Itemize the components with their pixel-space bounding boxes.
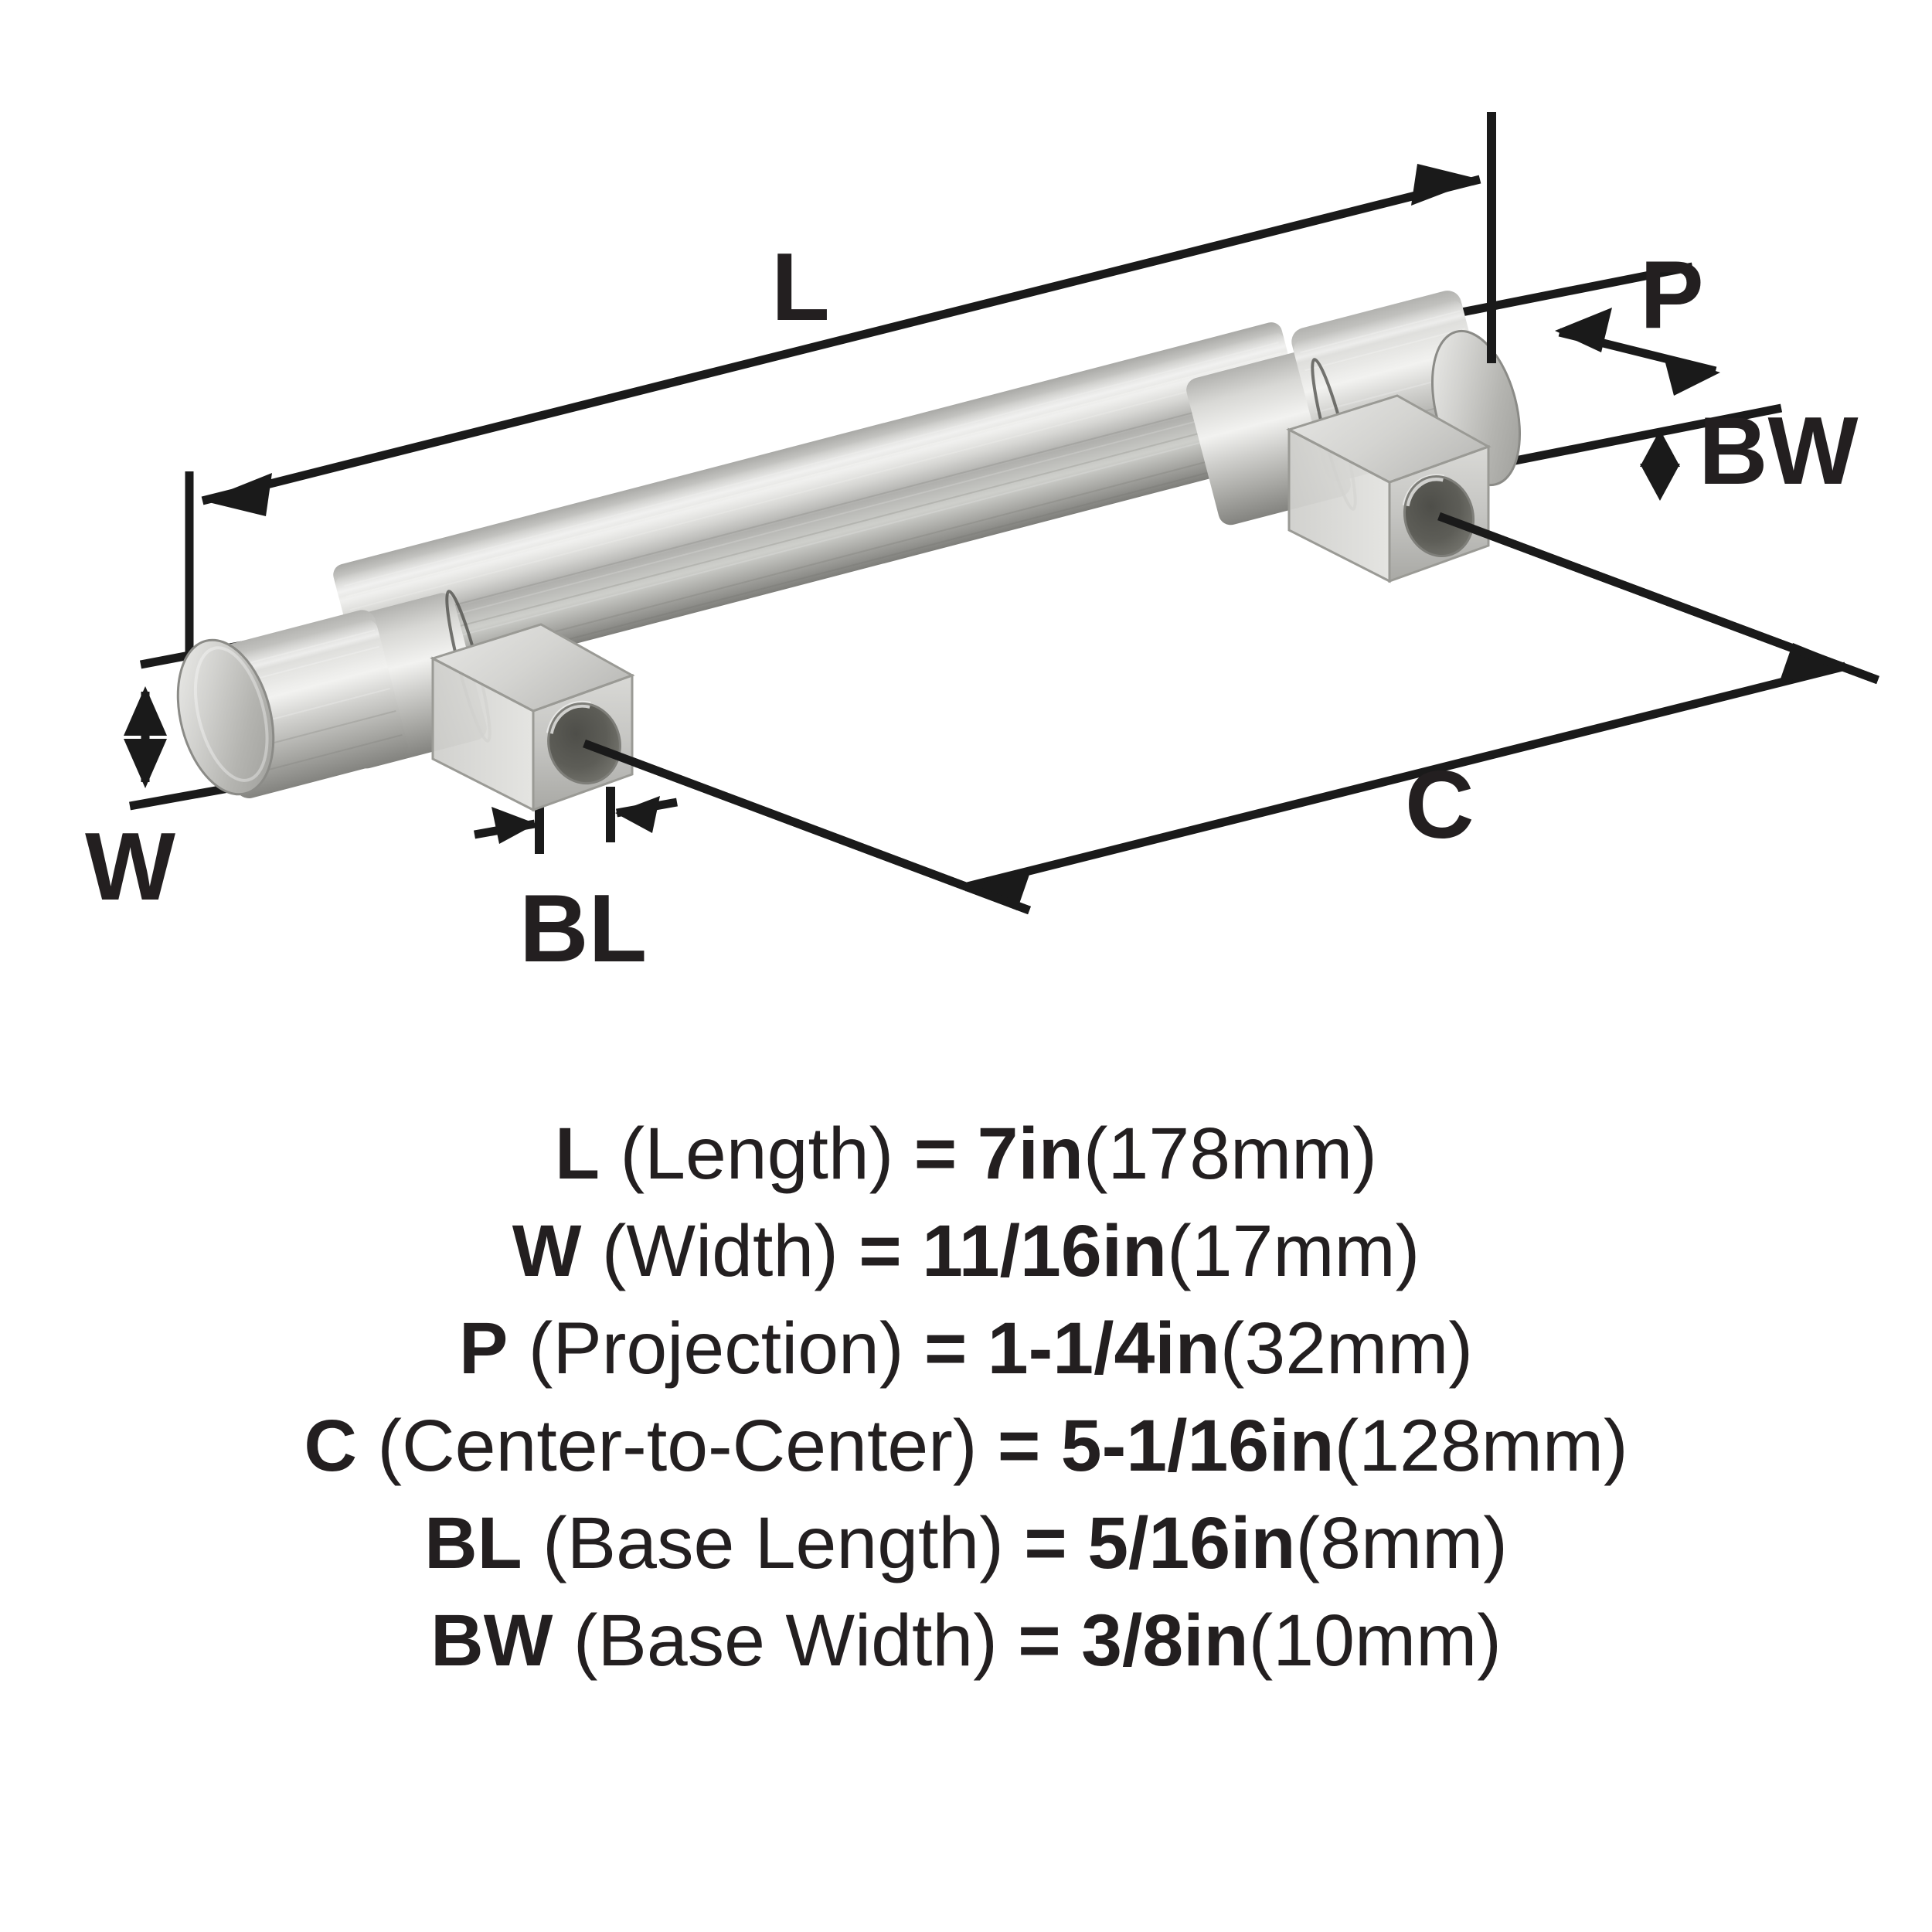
right-block-edges bbox=[1286, 394, 1492, 583]
arrowhead-W-top bbox=[124, 686, 167, 736]
dimension-overlay-strokes bbox=[583, 112, 1879, 915]
dimension-line-L bbox=[201, 175, 1481, 505]
spec-name: (Projection) bbox=[528, 1308, 904, 1389]
diagram-illustration: L P BW C W BL bbox=[85, 112, 1879, 982]
spec-imperial-value: 5-1/16in bbox=[1060, 1405, 1335, 1487]
spec-row-base-width: BW (Base Width) = 3/8in(10mm) bbox=[0, 1592, 1932, 1689]
spec-equals: = bbox=[1024, 1502, 1067, 1584]
spec-imperial-value: 1-1/4in bbox=[987, 1308, 1220, 1389]
spec-row-center-to-center: C (Center-to-Center) = 5-1/16in(128mm) bbox=[0, 1397, 1932, 1495]
spec-equals: = bbox=[923, 1308, 968, 1389]
spec-row-projection: P (Projection) = 1-1/4in(32mm) bbox=[0, 1300, 1932, 1397]
spec-equals: = bbox=[1018, 1600, 1061, 1682]
arrowhead-W-bottom bbox=[124, 739, 167, 788]
spec-equals: = bbox=[859, 1210, 902, 1292]
right-block-side-face bbox=[1289, 430, 1389, 581]
dimension-label-P: P bbox=[1640, 242, 1704, 349]
dimension-label-W: W bbox=[85, 814, 176, 920]
spec-metric-value: (10mm) bbox=[1248, 1600, 1502, 1682]
left-end-assembly bbox=[176, 590, 492, 798]
left-end-cap-rim bbox=[176, 638, 275, 796]
spec-name: (Length) bbox=[620, 1113, 894, 1195]
spec-imperial-value: 7in bbox=[977, 1113, 1083, 1195]
arrowhead-BW-top bbox=[1640, 430, 1680, 467]
right-post-highlight bbox=[1293, 300, 1474, 400]
diagram-svg bbox=[124, 112, 1879, 915]
dimension-label-BL: BL bbox=[519, 876, 648, 982]
right-mounting-block bbox=[1286, 394, 1492, 583]
spec-row-length: L (Length) = 7in(178mm) bbox=[0, 1105, 1932, 1202]
spec-code: BL bbox=[424, 1502, 522, 1584]
bar-brush-lines bbox=[343, 342, 1298, 662]
spec-name: (Width) bbox=[601, 1210, 838, 1292]
arrowhead-BW-bottom bbox=[1640, 464, 1680, 501]
right-hole-rim bbox=[1403, 474, 1475, 558]
spec-code: L bbox=[555, 1113, 600, 1195]
specification-list: L (Length) = 7in(178mm) W (Width) = 11/1… bbox=[0, 1105, 1932, 1689]
leader-line-C-right-overlay bbox=[1437, 512, 1879, 685]
left-hole-rim bbox=[547, 702, 621, 785]
spec-imperial-value: 3/8in bbox=[1081, 1600, 1249, 1682]
spec-row-base-length: BL (Base Length) = 5/16in(8mm) bbox=[0, 1495, 1932, 1592]
spec-row-width: W (Width) = 11/16in(17mm) bbox=[0, 1202, 1932, 1300]
dimension-label-C: C bbox=[1405, 752, 1475, 859]
spec-imperial-value: 11/16in bbox=[922, 1210, 1168, 1292]
arrowhead-BL-right bbox=[615, 796, 660, 833]
arrowhead-P-left bbox=[1555, 308, 1612, 352]
spec-equals: = bbox=[997, 1405, 1041, 1487]
bar-pull-handle bbox=[176, 291, 1522, 812]
arrowhead-P-right bbox=[1663, 354, 1720, 396]
dimension-line-C bbox=[963, 662, 1847, 892]
left-block-side-face bbox=[433, 658, 533, 810]
spec-name: (Center-to-Center) bbox=[377, 1405, 978, 1487]
arrowhead-BL-left bbox=[492, 807, 536, 844]
spec-code: P bbox=[459, 1308, 509, 1389]
left-end-cap-face bbox=[178, 640, 274, 794]
spec-imperial-value: 5/16in bbox=[1087, 1502, 1296, 1584]
left-end-cap-inner-rim bbox=[193, 646, 269, 782]
spec-metric-value: (8mm) bbox=[1295, 1502, 1508, 1584]
arrowhead-L-right bbox=[1411, 164, 1480, 206]
spec-name: (Base Width) bbox=[573, 1600, 998, 1682]
left-block-edges bbox=[430, 623, 635, 812]
spec-metric-value: (32mm) bbox=[1219, 1308, 1473, 1389]
right-block-top-face bbox=[1289, 396, 1488, 482]
leader-line-C-left-overlay bbox=[583, 739, 1031, 915]
arrowhead-L-left bbox=[202, 473, 272, 516]
left-mounting-block bbox=[430, 623, 635, 812]
spec-metric-value: (178mm) bbox=[1083, 1113, 1377, 1195]
bar-highlight bbox=[335, 332, 1294, 631]
spec-metric-value: (17mm) bbox=[1167, 1210, 1420, 1292]
spec-code: BW bbox=[430, 1600, 553, 1682]
spec-equals: = bbox=[913, 1113, 957, 1195]
dimension-label-BW: BW bbox=[1699, 398, 1859, 505]
spec-name: (Base Length) bbox=[543, 1502, 1004, 1584]
spec-code: C bbox=[304, 1405, 357, 1487]
spec-metric-value: (128mm) bbox=[1334, 1405, 1628, 1487]
spec-code: W bbox=[512, 1210, 582, 1292]
dimension-label-L: L bbox=[771, 234, 830, 341]
handle-bar bbox=[333, 322, 1311, 696]
left-block-top-face bbox=[433, 624, 632, 711]
